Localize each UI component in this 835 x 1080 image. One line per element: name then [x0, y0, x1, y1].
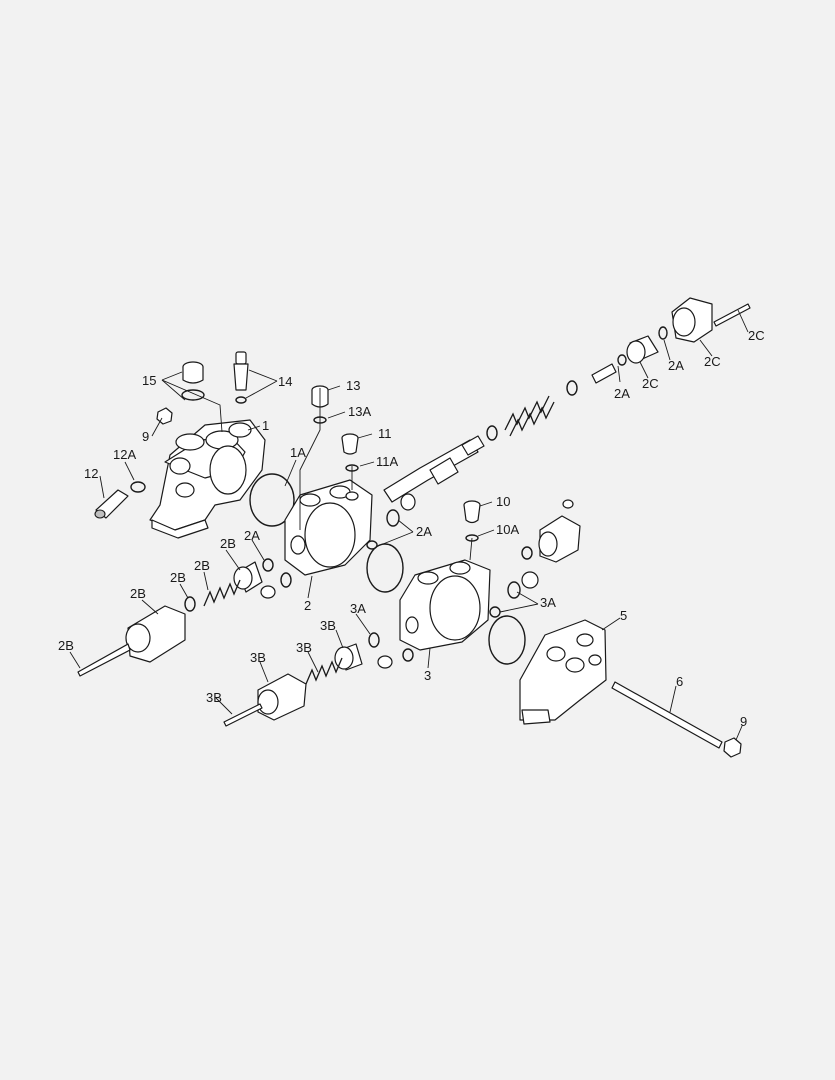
lower-section-housing-3 [399, 559, 491, 651]
callout-1: 1 [262, 418, 269, 433]
callout-2C-block: 2C [704, 354, 721, 369]
callout-11: 11 [378, 426, 392, 441]
callout-13: 13 [346, 378, 360, 393]
callout-2B-spring: 2B [194, 558, 210, 573]
callout-1A: 1A [290, 445, 306, 460]
oring-2A-large [366, 543, 404, 593]
callout-5: 5 [620, 608, 627, 623]
callout-2A-end: 2A [668, 358, 684, 373]
spool-cap-2B-upper [233, 561, 263, 593]
callout-2A-left: 2A [244, 528, 260, 543]
spool-shaft [383, 435, 485, 503]
callout-labels: 15 14 9 1 12A 12 1A 13 13A 11 11A 2A 2A … [58, 328, 765, 729]
spring-2a [504, 395, 555, 437]
plug-11 [341, 433, 359, 472]
plug-10 [463, 500, 481, 542]
callout-13A: 13A [348, 404, 371, 419]
tie-rod-6 [611, 681, 723, 749]
callout-9-bottom: 9 [740, 714, 747, 729]
callout-3B-block: 3B [250, 650, 266, 665]
oring-1A [249, 473, 295, 527]
nut-9-bottom [723, 737, 742, 758]
upper-manifold-housing [149, 419, 266, 539]
seal-2A-mid [400, 493, 416, 511]
oring-3A-large [488, 615, 526, 665]
callout-3A-left: 3A [350, 601, 366, 616]
callout-2C-right: 2C [748, 328, 765, 343]
callout-3A-right: 3A [540, 595, 556, 610]
callout-15: 15 [142, 373, 156, 388]
middle-section-housing-2 [284, 479, 373, 576]
plug-15 [181, 361, 205, 401]
retainer-2A [591, 363, 617, 384]
callout-2A-right-mid: 2A [416, 524, 432, 539]
callout-3B-washer: 3B [296, 640, 312, 655]
callout-2: 2 [304, 598, 311, 613]
callout-3: 3 [424, 668, 431, 683]
callout-10: 10 [496, 494, 510, 509]
washer-2A-shaft [566, 380, 578, 396]
oring-2A-shaft [486, 425, 498, 441]
callout-2B-screw: 2B [58, 638, 74, 653]
end-cap-2C [626, 335, 659, 364]
leader-lines [69, 309, 749, 741]
end-block-top-right [538, 499, 581, 563]
fitting-12 [94, 481, 146, 519]
nut-9-top [156, 407, 173, 425]
callout-3B-screw: 3B [206, 690, 222, 705]
callout-12: 12 [84, 466, 98, 481]
end-block-3B [257, 673, 307, 721]
callout-2B-washer: 2B [170, 570, 186, 585]
screw-3B [223, 703, 263, 727]
screw-2B [77, 643, 131, 677]
callout-12A: 12A [113, 447, 136, 462]
oring-3A-left [368, 632, 380, 648]
end-cover-5 [519, 619, 607, 725]
callout-6: 6 [676, 674, 683, 689]
spring-2B [203, 579, 241, 607]
callout-11A: 11A [376, 454, 398, 469]
callout-2B-upper: 2B [220, 536, 236, 551]
callout-2A-retainer: 2A [614, 386, 630, 401]
callout-10A: 10A [496, 522, 519, 537]
callout-9-top: 9 [142, 429, 149, 444]
spring-3B [305, 657, 343, 685]
callout-2B-block: 2B [130, 586, 146, 601]
oring-2A-end [658, 326, 668, 340]
screw-2C [713, 303, 751, 327]
callout-14: 14 [278, 374, 292, 389]
valve-14 [233, 351, 249, 404]
callout-2C-cap: 2C [642, 376, 659, 391]
callout-3B-spring: 3B [320, 618, 336, 633]
end-block-2B [125, 605, 186, 663]
end-block-2C [671, 297, 713, 343]
